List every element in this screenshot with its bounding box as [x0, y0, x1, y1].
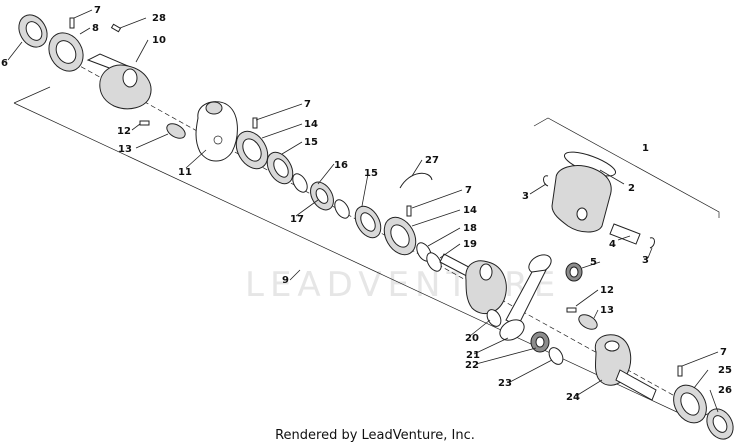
- crank-half-21: [439, 253, 507, 315]
- circlip-3a: [543, 175, 549, 187]
- callout-6: 6: [1, 58, 8, 69]
- callout-11: 11: [178, 167, 192, 178]
- callout-21: 21: [466, 350, 480, 361]
- pin-12b: [566, 307, 577, 313]
- crank-half-24: [594, 334, 657, 401]
- callout-12b: 12: [600, 285, 614, 296]
- needle-bearing-22: [530, 331, 550, 353]
- callout-7b: 7: [304, 99, 311, 110]
- callout-9: 9: [282, 275, 289, 286]
- seal-15a: [266, 151, 294, 185]
- crank-axis-line: [59, 54, 701, 411]
- leader-lines: [7, 9, 719, 413]
- bearing-25: [673, 384, 707, 424]
- footer-credit: Rendered by LeadVenture, Inc.: [275, 428, 475, 443]
- oil-seal-6: [18, 14, 48, 48]
- crank-half-11: [195, 101, 238, 162]
- piston-pin-4: [609, 223, 641, 245]
- piston-group-bracket: [533, 117, 720, 218]
- key-28: [110, 23, 122, 33]
- washer-16a: [292, 173, 308, 193]
- pin-12a: [139, 120, 150, 126]
- dowel-pin-7b: [252, 117, 258, 129]
- callout-18: 18: [463, 223, 477, 234]
- watermark-text: LEADVENTURE: [245, 265, 561, 305]
- bearing-14a: [235, 130, 269, 170]
- callout-2: 2: [628, 183, 635, 194]
- callout-13a: 13: [118, 144, 132, 155]
- gear-17: [310, 181, 334, 211]
- callout-3a: 3: [522, 191, 529, 202]
- callout-28: 28: [152, 13, 166, 24]
- callout-20: 20: [465, 333, 479, 344]
- callout-15a: 15: [304, 137, 318, 148]
- callout-8: 8: [92, 23, 99, 34]
- crank-pin-13b: [578, 314, 598, 330]
- callout-17: 17: [290, 214, 304, 225]
- dowel-pin-7a: [69, 17, 75, 29]
- crank-pin-13a: [166, 123, 186, 139]
- callout-14b: 14: [463, 205, 477, 216]
- callout-4: 4: [609, 239, 616, 250]
- dowel-pin-7c: [406, 205, 412, 217]
- callout-15b: 15: [364, 168, 378, 179]
- circlip-3b: [649, 237, 655, 249]
- piston: [551, 165, 612, 233]
- oil-seal-26: [706, 408, 734, 440]
- bearing-8: [48, 32, 84, 72]
- callout-7c: 7: [465, 185, 472, 196]
- callout-24: 24: [566, 392, 580, 403]
- seal-15b: [354, 205, 382, 239]
- callout-12a: 12: [117, 126, 131, 137]
- callout-23: 23: [498, 378, 512, 389]
- callout-13b: 13: [600, 305, 614, 316]
- dowel-pin-7d: [677, 365, 683, 377]
- washer-16b: [334, 199, 350, 219]
- connecting-rod: [499, 254, 552, 341]
- needle-bearing-5: [565, 262, 583, 282]
- callout-1: 1: [642, 143, 649, 154]
- snap-ring-27: [399, 172, 433, 189]
- callout-labels: 1 2 3 3 4 5 6 7 7 7 7 8 9 10 11 12 12 13…: [1, 5, 732, 403]
- bearing-14b: [383, 216, 417, 256]
- callout-25: 25: [718, 365, 732, 376]
- callout-7d: 7: [720, 347, 727, 358]
- washer-23: [548, 347, 564, 365]
- callout-27: 27: [425, 155, 439, 166]
- callout-10: 10: [152, 35, 166, 46]
- o-ring-19: [426, 252, 442, 272]
- callout-22: 22: [465, 360, 479, 371]
- callout-14a: 14: [304, 119, 318, 130]
- callout-3b: 3: [642, 255, 649, 266]
- callout-26: 26: [718, 385, 732, 396]
- crank-half-10: [86, 53, 152, 110]
- callout-16: 16: [334, 160, 348, 171]
- callout-19: 19: [463, 239, 477, 250]
- callout-7a: 7: [94, 5, 101, 16]
- callout-5: 5: [590, 257, 597, 268]
